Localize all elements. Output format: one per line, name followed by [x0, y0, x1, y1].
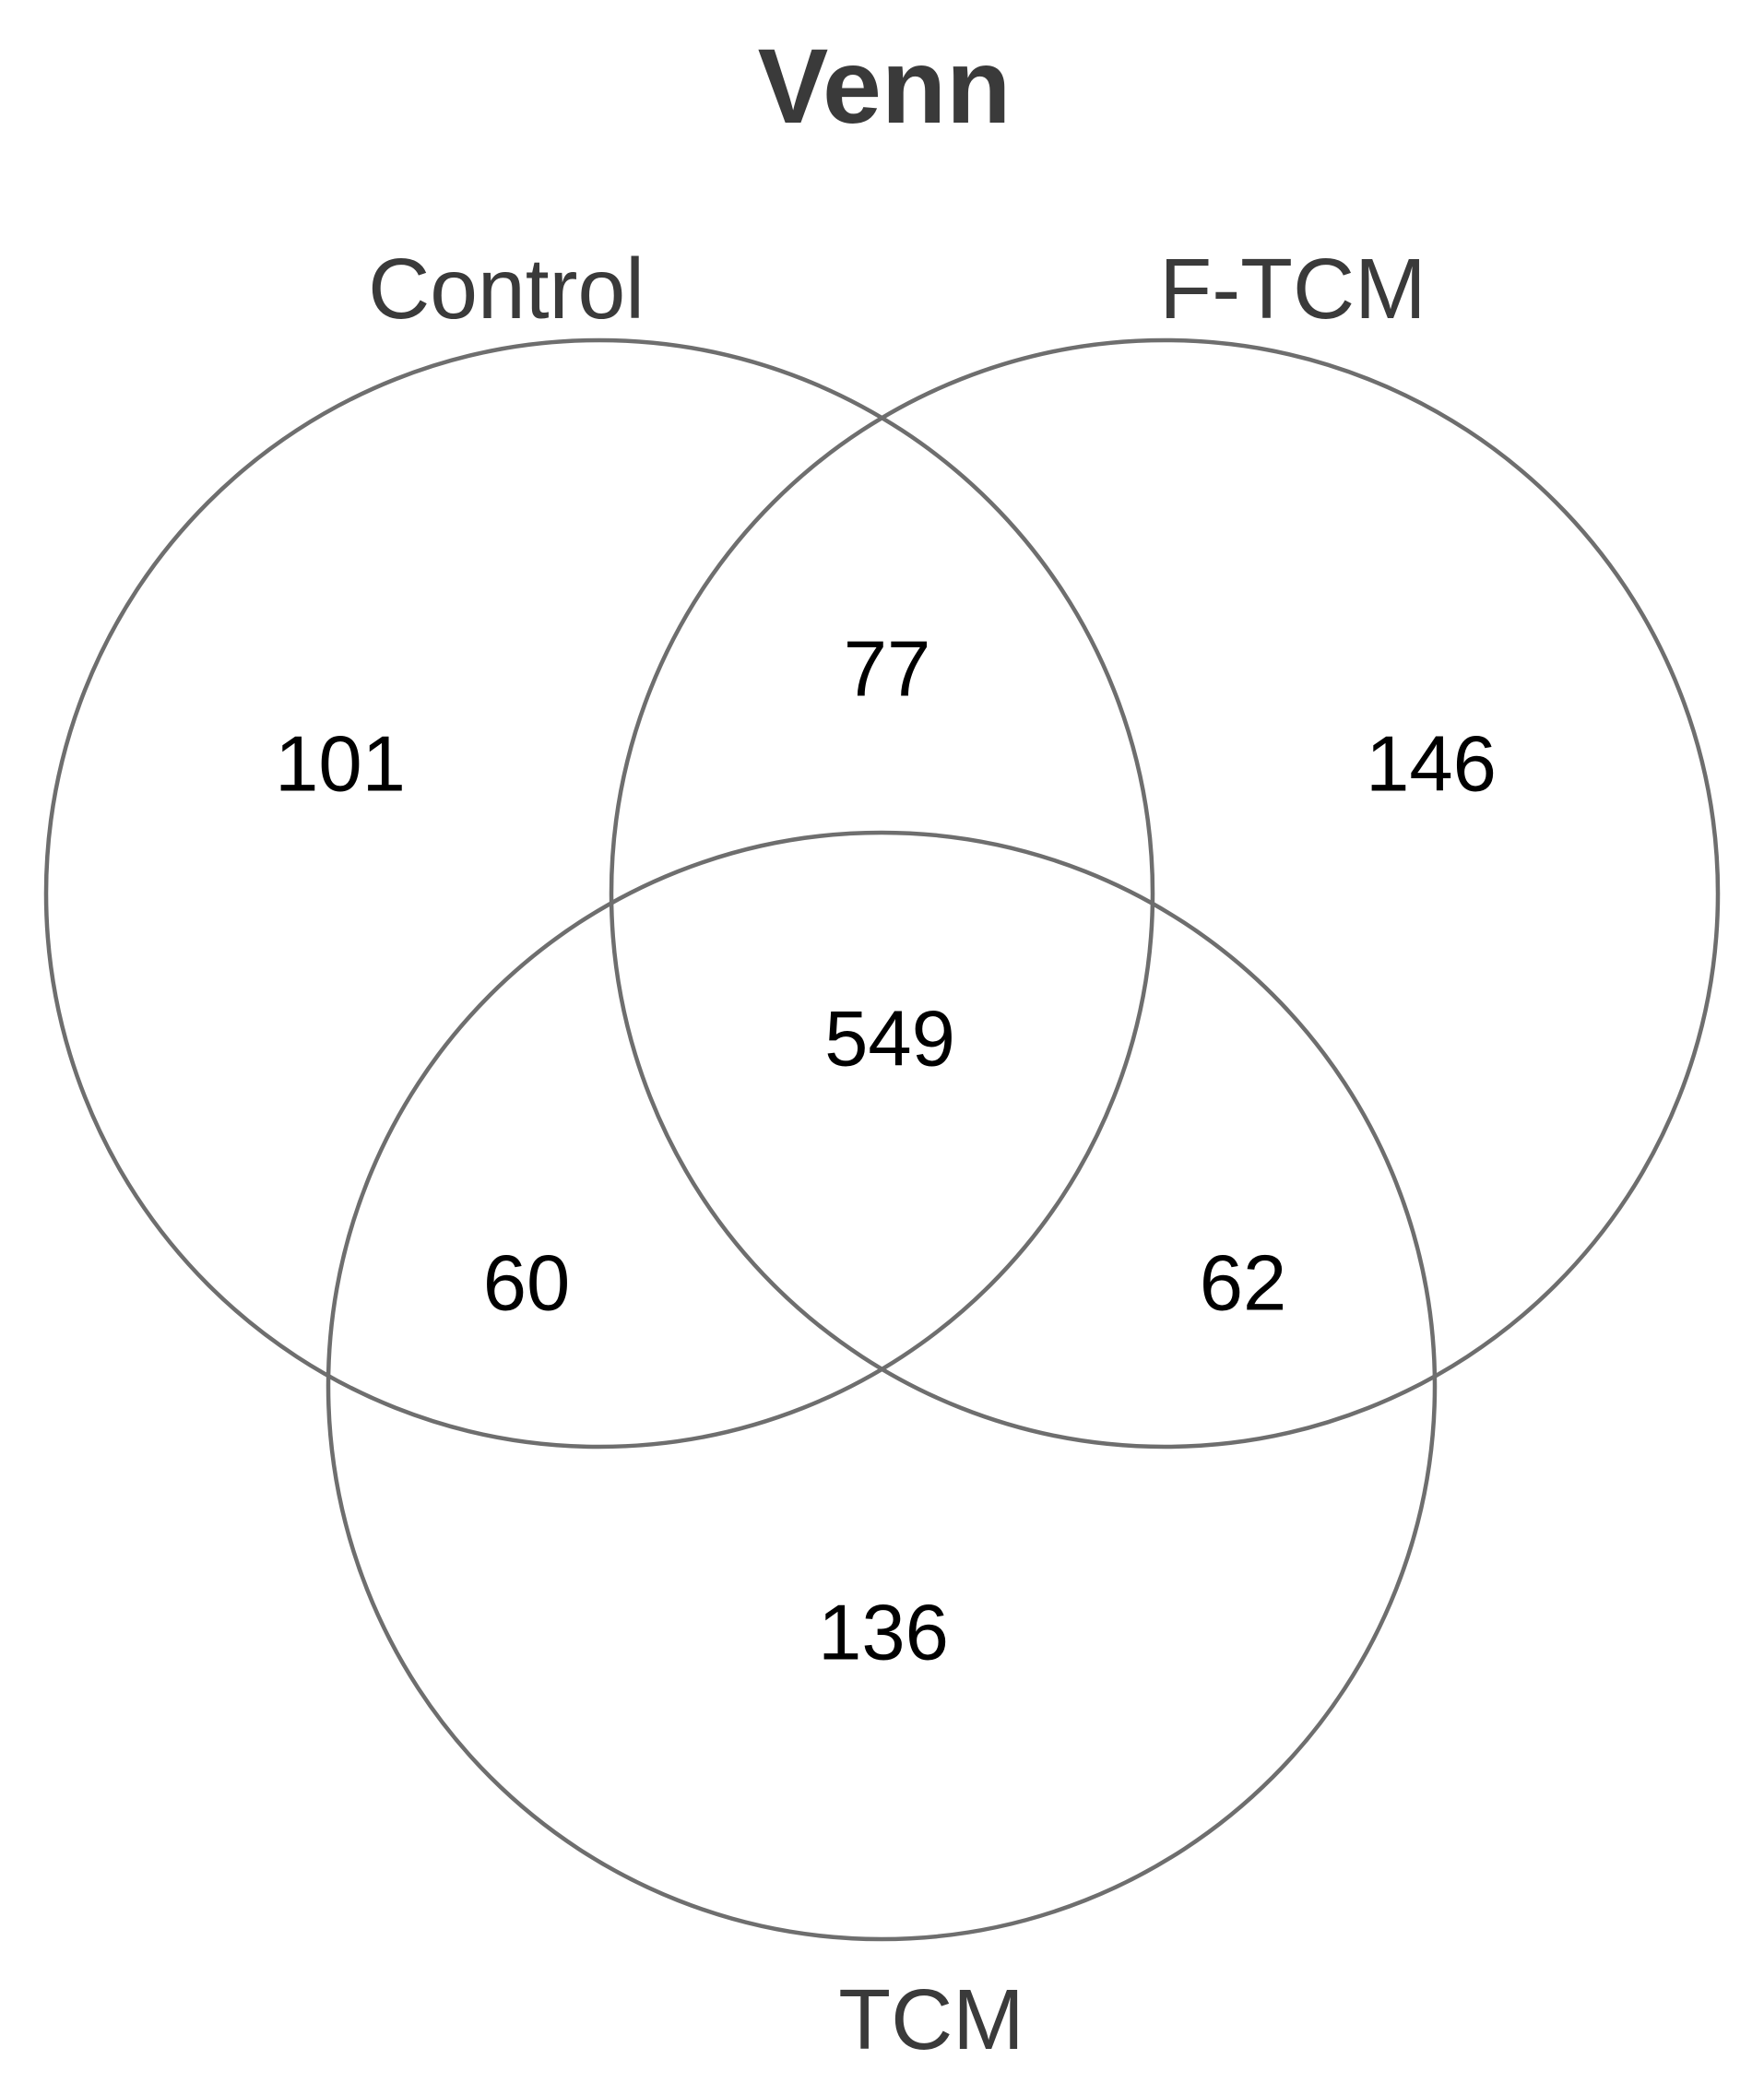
chart-title: Venn [758, 28, 1012, 146]
count-all-three: 549 [824, 996, 955, 1083]
venn-circle-tcm [326, 830, 1438, 1942]
venn-circle-control [43, 337, 1155, 1450]
venn-circle-ftcm [609, 337, 1721, 1450]
count-ftcm-only: 146 [1366, 721, 1497, 809]
count-tcm-only: 136 [818, 1590, 949, 1677]
set-label-control: Control [368, 241, 645, 337]
set-label-ftcm: F-TCM [1159, 241, 1426, 337]
count-control-tcm: 60 [483, 1240, 571, 1328]
count-ftcm-tcm: 62 [1200, 1240, 1287, 1328]
count-control-only: 101 [275, 721, 406, 809]
count-control-ftcm: 77 [844, 626, 931, 714]
set-label-tcm: TCM [838, 1971, 1024, 2067]
